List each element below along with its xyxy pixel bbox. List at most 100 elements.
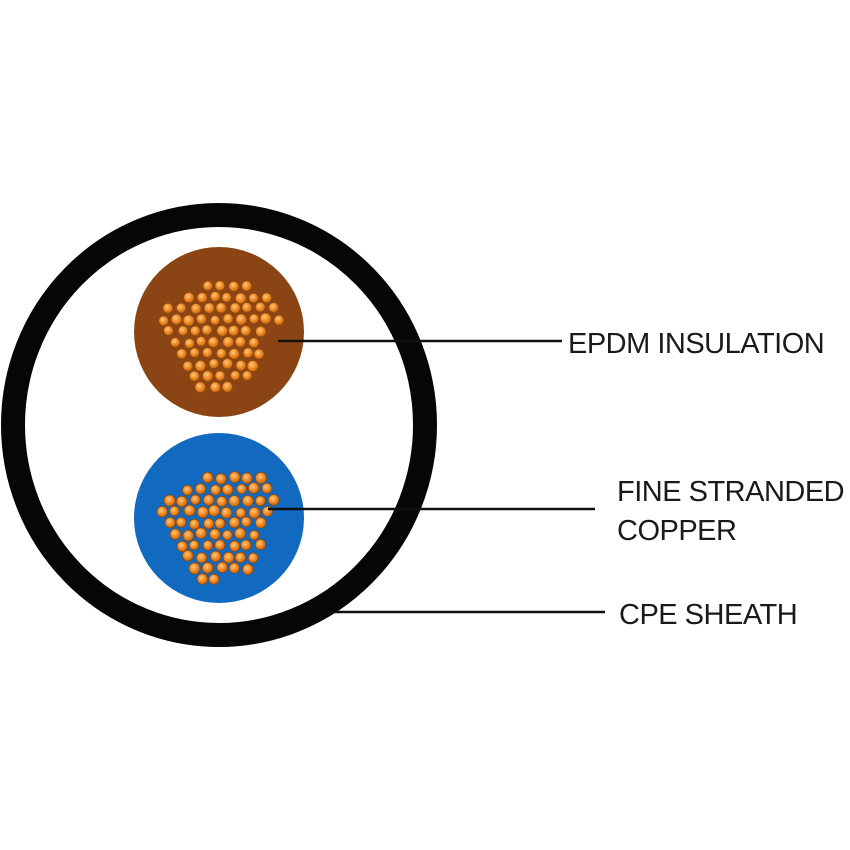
copper-strand bbox=[169, 505, 180, 517]
copper-strand bbox=[201, 347, 213, 358]
copper-strand bbox=[195, 313, 207, 325]
copper-strand bbox=[241, 370, 253, 381]
copper-strand bbox=[273, 314, 285, 326]
copper-strand bbox=[242, 347, 254, 359]
copper-strand bbox=[222, 551, 235, 564]
copper-strand bbox=[182, 360, 194, 372]
copper-strand bbox=[207, 336, 220, 348]
copper-strand bbox=[248, 313, 260, 325]
copper-strand bbox=[242, 563, 254, 576]
copper-strand bbox=[254, 301, 266, 313]
copper-strand bbox=[182, 550, 194, 562]
copper-strand bbox=[234, 292, 247, 305]
copper-strand bbox=[254, 516, 267, 529]
copper-strand bbox=[215, 302, 227, 314]
copper-strand bbox=[190, 302, 202, 315]
copper-strand bbox=[183, 291, 195, 304]
copper-strand bbox=[209, 315, 221, 326]
copper-strand bbox=[221, 483, 234, 496]
copper-strand bbox=[222, 336, 235, 348]
copper-strand bbox=[216, 495, 228, 508]
copper-strand bbox=[222, 313, 234, 325]
copper-strand bbox=[246, 360, 259, 373]
copper-strand bbox=[210, 484, 222, 496]
copper-strand bbox=[228, 494, 241, 507]
copper-strand bbox=[202, 280, 214, 292]
copper-strand bbox=[176, 540, 188, 553]
label-cpe-sheath: CPE SHEATH bbox=[619, 599, 797, 631]
copper-strand bbox=[229, 302, 241, 314]
copper-strand bbox=[196, 552, 208, 564]
copper-strand bbox=[241, 472, 253, 484]
copper-strand bbox=[208, 573, 220, 585]
copper-strand bbox=[261, 482, 273, 494]
copper-strands-bottom bbox=[156, 471, 280, 585]
copper-strand bbox=[202, 471, 214, 484]
copper-strand bbox=[234, 527, 247, 540]
copper-strand bbox=[194, 483, 207, 495]
copper-strand bbox=[156, 506, 168, 518]
copper-strand bbox=[216, 324, 229, 337]
copper-strand bbox=[254, 495, 266, 507]
copper-strand bbox=[169, 337, 181, 348]
copper-strand bbox=[216, 561, 228, 574]
copper-strand bbox=[209, 550, 222, 563]
copper-strand bbox=[228, 471, 241, 484]
copper-strand bbox=[259, 312, 272, 325]
copper-strand bbox=[194, 381, 207, 394]
copper-strand bbox=[267, 494, 280, 506]
copper-strand bbox=[181, 484, 193, 496]
copper-strand bbox=[202, 540, 214, 551]
copper-strand bbox=[253, 348, 265, 360]
copper-strand bbox=[175, 516, 187, 528]
copper-strand bbox=[214, 280, 226, 292]
label-fine-stranded-copper-line2: COPPER bbox=[617, 515, 736, 547]
copper-strand bbox=[229, 540, 241, 552]
copper-strand bbox=[196, 573, 209, 585]
copper-strand bbox=[170, 313, 183, 326]
copper-strand bbox=[175, 495, 188, 508]
copper-strand bbox=[228, 280, 240, 292]
cpe-sheath-ring bbox=[1, 203, 437, 647]
copper-strand bbox=[235, 359, 247, 371]
copper-strand bbox=[188, 540, 200, 551]
copper-strand bbox=[195, 335, 207, 347]
copper-strand bbox=[189, 325, 201, 337]
copper-strand bbox=[215, 348, 227, 359]
copper-strand bbox=[220, 506, 233, 519]
copper-strand bbox=[189, 347, 200, 358]
copper-strand bbox=[182, 314, 195, 327]
copper-strand bbox=[235, 507, 247, 519]
copper-strand bbox=[176, 348, 188, 360]
label-epdm-insulation: EPDM INSULATION bbox=[568, 328, 824, 360]
copper-strand bbox=[227, 324, 240, 337]
copper-strand bbox=[196, 506, 209, 519]
copper-strand bbox=[240, 325, 252, 337]
copper-strand bbox=[240, 516, 252, 528]
copper-strand bbox=[221, 381, 234, 393]
copper-strand bbox=[190, 494, 201, 506]
copper-strand bbox=[188, 370, 200, 382]
copper-strand bbox=[188, 562, 201, 575]
copper-strand bbox=[202, 494, 215, 506]
copper-strand bbox=[234, 336, 247, 348]
copper-strand bbox=[247, 552, 259, 564]
copper-strand bbox=[175, 302, 187, 314]
copper-strands-top bbox=[158, 280, 285, 394]
copper-strand bbox=[228, 562, 240, 574]
copper-strand bbox=[196, 292, 208, 304]
copper-strand bbox=[183, 504, 196, 517]
copper-strand bbox=[254, 471, 267, 484]
copper-strand bbox=[169, 528, 182, 540]
copper-strand bbox=[241, 280, 253, 292]
copper-strand bbox=[209, 290, 221, 302]
copper-strand bbox=[254, 538, 267, 551]
copper-strand bbox=[203, 302, 216, 314]
copper-strand bbox=[208, 358, 220, 369]
copper-strand bbox=[163, 494, 176, 507]
copper-strand bbox=[228, 348, 240, 360]
copper-strand bbox=[201, 324, 213, 336]
copper-strand bbox=[188, 518, 200, 530]
